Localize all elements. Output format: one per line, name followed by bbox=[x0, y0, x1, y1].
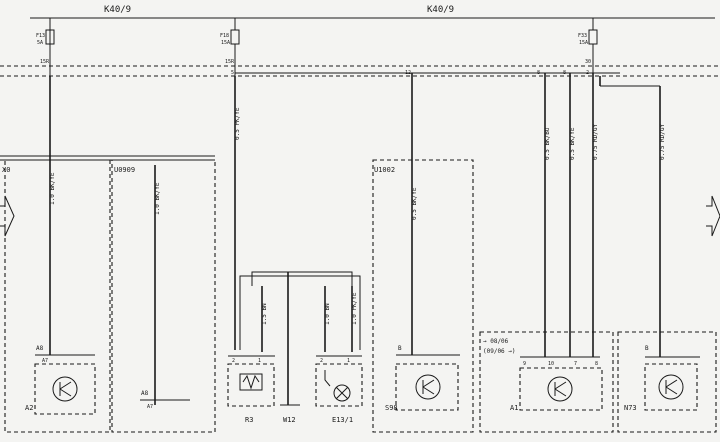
component-w12-label: W12 bbox=[283, 416, 296, 424]
pin-a1-9: 9 bbox=[523, 361, 526, 367]
enclosure-u0909 bbox=[111, 159, 216, 433]
pin-a7-bottom: A7 bbox=[147, 404, 153, 410]
fuse-f18: F18 15A 15R bbox=[220, 18, 240, 65]
pin-r3-1: 1 bbox=[258, 358, 261, 364]
wire-label-8: 0.5 BK/BU bbox=[544, 127, 551, 160]
u0909-pin: A8 A7 bbox=[140, 390, 190, 410]
fuse-f33: F33 15A 30 bbox=[578, 18, 598, 65]
component-n73: B N73 bbox=[624, 345, 700, 412]
connector-u1002-label: U1002 bbox=[374, 166, 395, 174]
wire-label-6: 1.0 PK/YE bbox=[351, 292, 358, 325]
pin-a1-8: 8 bbox=[595, 361, 598, 367]
band-pin-8b: 8 bbox=[563, 70, 566, 76]
enclosure-a1 bbox=[479, 331, 614, 433]
header-label-left: K40/9 bbox=[104, 5, 131, 15]
fuse-f18-rating: 15A bbox=[221, 40, 230, 46]
enclosure-n73 bbox=[617, 331, 717, 433]
header-label-right: K40/9 bbox=[427, 5, 454, 15]
fuse-f13-id: F13 bbox=[36, 33, 45, 39]
wire-label-7: 0.5 BK/YE bbox=[411, 187, 418, 220]
fuse-f33-id: F33 bbox=[578, 33, 587, 39]
component-a2: A8 A7 A2 bbox=[25, 345, 96, 415]
component-r3-label: R3 bbox=[245, 416, 253, 424]
pin-s98-b: B bbox=[398, 345, 402, 352]
band-pin-8a: 8 bbox=[537, 70, 540, 76]
fuse-f13-rating: 5A bbox=[37, 40, 43, 46]
component-s98: B S98 bbox=[385, 345, 460, 412]
wire-label-2: 1.0 BK/YE bbox=[154, 182, 161, 215]
arrow-left-icon bbox=[0, 195, 15, 237]
main-wires bbox=[49, 73, 661, 405]
fuse-f13-pin: 15R bbox=[40, 59, 50, 65]
pin-a1-7: 7 bbox=[574, 361, 577, 367]
pin-a8-top: A8 bbox=[36, 345, 44, 352]
fuse-stubs bbox=[49, 44, 594, 76]
fuse-f18-pin: 15R bbox=[225, 59, 235, 65]
wire-label-10: 0.75 RD/GY bbox=[592, 123, 599, 160]
wire-label-5: 1.0 BN bbox=[324, 303, 331, 325]
lamp-icon bbox=[333, 384, 351, 402]
enclosure-a2 bbox=[4, 159, 111, 433]
fuse-f33-pin: 30 bbox=[585, 59, 591, 65]
fuse-f13: F13 5A 15R bbox=[36, 18, 55, 65]
component-a1: → 08/06 (09/06 →) 9 10 7 8 A1 bbox=[483, 338, 603, 412]
pin-e13-2: 2 bbox=[320, 358, 323, 364]
wire-label-3: 0.5 PK/YE bbox=[234, 107, 241, 140]
component-e13-label: E13/1 bbox=[332, 416, 353, 424]
pin-a8-bottom: A8 bbox=[141, 390, 149, 397]
component-a2-label: A2 bbox=[25, 404, 33, 412]
wire-label-1: 1.0 BK/YE bbox=[49, 172, 56, 205]
band-pin-5: 5 bbox=[231, 70, 234, 76]
switch-icon bbox=[324, 370, 331, 387]
pin-a7: A7 bbox=[42, 358, 48, 364]
band-pin-12: 12 bbox=[405, 70, 411, 76]
r3-e13-block: 2 1 R3 W12 2 1 E13/1 bbox=[227, 271, 363, 424]
wire-label-11: 0.75 RD/GY bbox=[659, 123, 666, 160]
wire-label-4: 1.5 BN bbox=[261, 303, 268, 325]
enclosure-u1002 bbox=[372, 159, 474, 433]
connector-u0909-label: U0909 bbox=[114, 166, 135, 174]
pin-e13-1: 1 bbox=[347, 358, 350, 364]
component-n73-label: N73 bbox=[624, 404, 637, 412]
note-1: → 08/06 bbox=[483, 338, 509, 345]
note-2: (09/06 →) bbox=[483, 348, 516, 355]
pin-r3-2: 2 bbox=[232, 358, 235, 364]
band-pin-2: 2 bbox=[586, 70, 589, 76]
wire-label-9: 0.5 BK/YE bbox=[569, 127, 576, 160]
connector-x0-label: X0 bbox=[2, 166, 10, 174]
fuse-f18-id: F18 bbox=[220, 33, 229, 39]
fuse-f33-rating: 15A bbox=[579, 40, 588, 46]
component-s98-label: S98 bbox=[385, 404, 398, 412]
arrow-right-icon bbox=[706, 195, 720, 237]
resistor-icon bbox=[239, 373, 263, 391]
component-a1-label: A1 bbox=[510, 404, 518, 412]
pin-n73-b: B bbox=[645, 345, 649, 352]
pin-a1-10: 10 bbox=[548, 361, 554, 367]
